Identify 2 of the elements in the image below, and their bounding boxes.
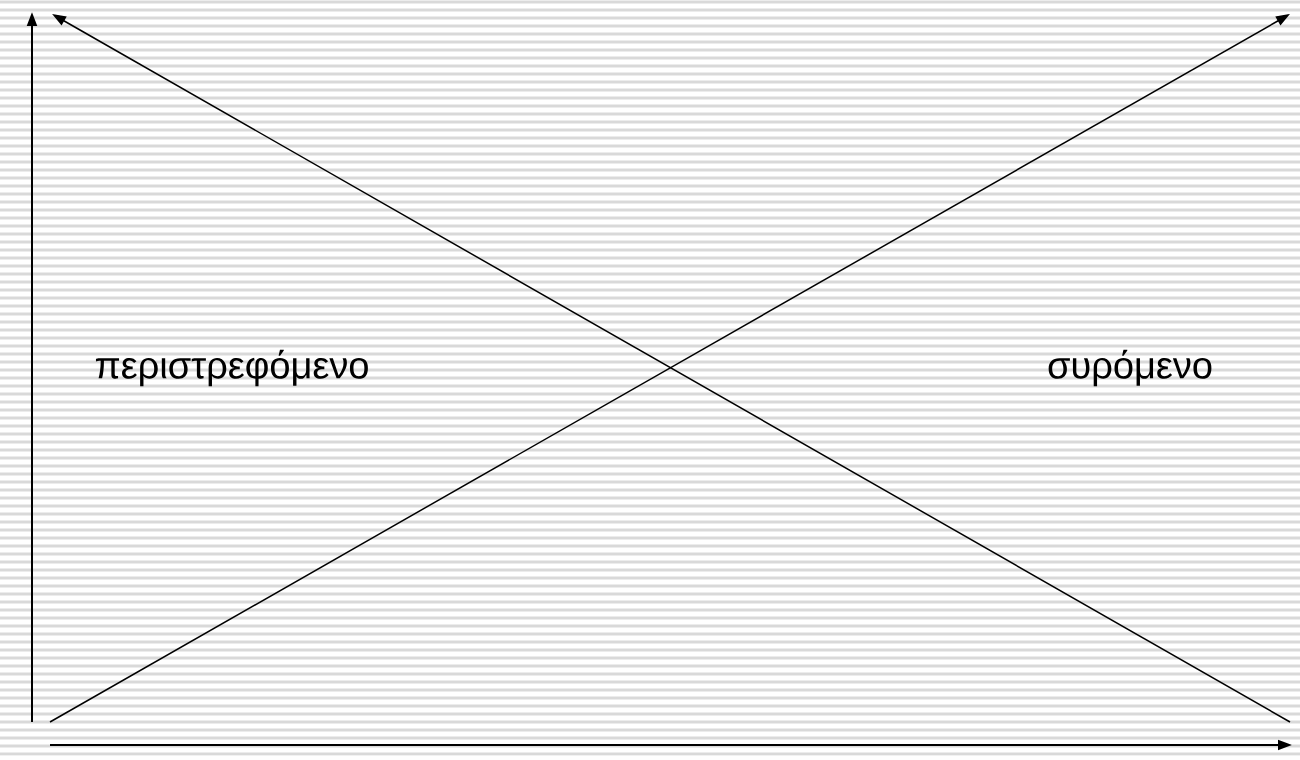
axis-label: συρόμενο: [1048, 349, 1212, 387]
axis-label: περιστρεφόμενο: [95, 349, 368, 387]
